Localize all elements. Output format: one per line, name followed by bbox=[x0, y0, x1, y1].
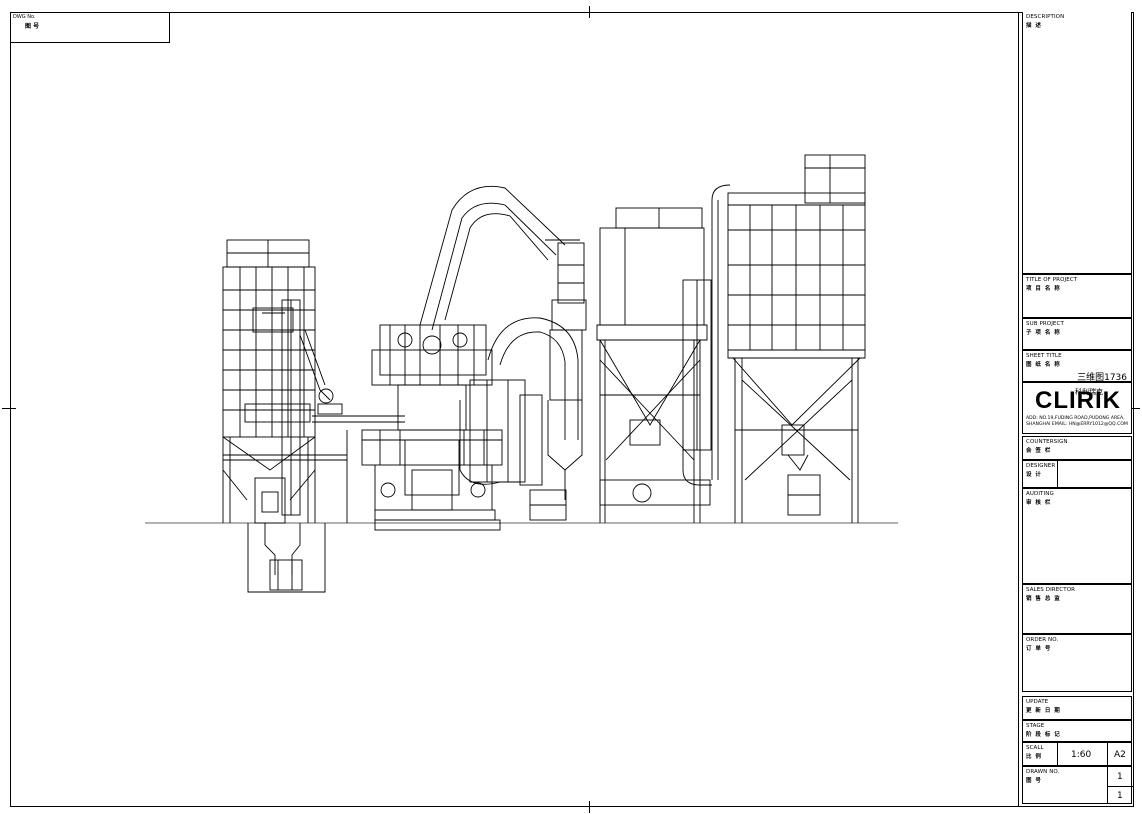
designer-cell: DESIGNER 设 计 bbox=[1022, 460, 1132, 488]
drawing-number-value: 图 号 bbox=[25, 23, 40, 30]
order-no-cn: 订 单 号 bbox=[1026, 646, 1052, 652]
sub-project-cell: SUB PROJECT 子 项 名 称 bbox=[1022, 318, 1132, 350]
sheet-title-cell: SHEET TITLE 图 纸 名 称 三维图1736 bbox=[1022, 350, 1132, 383]
designer-divider bbox=[1057, 461, 1058, 487]
sheet-title-caption: SHEET TITLE bbox=[1026, 353, 1062, 359]
stage-cn: 阶 段 标 记 bbox=[1026, 732, 1061, 738]
project-cn: 项 目 名 称 bbox=[1026, 286, 1061, 292]
order-no-caption: ORDER NO. bbox=[1026, 637, 1059, 643]
countersign-cell: COUNTERSIGN 会 签 栏 bbox=[1022, 436, 1132, 460]
description-caption: DESCRIPTION bbox=[1026, 14, 1065, 20]
sales-director-cell: SALES DIRECTOR 销 售 总 监 bbox=[1022, 584, 1132, 634]
address-line-1: ADD: NO.19,FUDING ROAD,PUDONG AREA, bbox=[1026, 416, 1125, 421]
drawing-frame bbox=[10, 12, 1134, 807]
description-cell: DESCRIPTION 描 述 bbox=[1022, 12, 1132, 274]
drawing-number-box: DWG No. 图 号 bbox=[10, 12, 170, 43]
designer-cn: 设 计 bbox=[1026, 472, 1042, 478]
sales-director-cn: 销 售 总 监 bbox=[1026, 596, 1061, 602]
update-caption: UPDATE bbox=[1026, 699, 1049, 705]
scale-value: 1:60 bbox=[1071, 750, 1092, 760]
center-mark-top bbox=[589, 6, 590, 18]
sub-project-cn: 子 项 名 称 bbox=[1026, 330, 1061, 336]
pit bbox=[247, 523, 326, 593]
countersign-caption: COUNTERSIGN bbox=[1026, 439, 1068, 445]
stage-cell: STAGE 阶 段 标 记 bbox=[1022, 720, 1132, 742]
scale-cell: SCALL 比 例 1:60 A2 bbox=[1022, 742, 1132, 766]
company-logo-cn: 科利瑞克 bbox=[1075, 388, 1103, 396]
scale-divider-2 bbox=[1107, 743, 1108, 765]
scale-divider-1 bbox=[1057, 743, 1058, 765]
designer-caption: DESIGNER bbox=[1026, 463, 1056, 469]
drawn-no-cn: 图 号 bbox=[1026, 778, 1042, 784]
order-no-cell: ORDER NO. 订 单 号 bbox=[1022, 634, 1132, 692]
sheet-index: 1 bbox=[1117, 772, 1123, 782]
cyclone-and-duct bbox=[459, 299, 587, 521]
drawn-no-row-line bbox=[1107, 786, 1133, 787]
sub-project-caption: SUB PROJECT bbox=[1026, 321, 1064, 327]
title-block: DESCRIPTION 描 述 TITLE OF PROJECT 项 目 名 称… bbox=[1018, 12, 1134, 807]
project-caption: TITLE OF PROJECT bbox=[1026, 277, 1078, 283]
grinding-plant-elevation bbox=[145, 154, 898, 593]
address-line-2: SHANGHAI EMAIL: HN@ERRY1012@QQ.COM bbox=[1026, 422, 1128, 427]
update-cn: 更 新 日 期 bbox=[1026, 708, 1061, 714]
center-mark-bottom bbox=[589, 801, 590, 813]
stage-caption: STAGE bbox=[1026, 723, 1045, 729]
sheet-number: 三维图1736 bbox=[1077, 373, 1127, 383]
scale-cn: 比 例 bbox=[1026, 754, 1042, 760]
auditing-cell: AUDITING 审 核 栏 bbox=[1022, 488, 1132, 584]
sheet-title-cn: 图 纸 名 称 bbox=[1026, 362, 1061, 368]
project-cell: TITLE OF PROJECT 项 目 名 称 bbox=[1022, 274, 1132, 318]
paper-size: A2 bbox=[1114, 750, 1126, 760]
scale-caption: SCALL bbox=[1026, 745, 1044, 751]
right-silo bbox=[727, 154, 866, 523]
countersign-cn: 会 签 栏 bbox=[1026, 448, 1052, 454]
drawn-no-divider bbox=[1107, 767, 1108, 803]
vertical-mill bbox=[361, 185, 585, 531]
auditing-cn: 审 核 栏 bbox=[1026, 500, 1052, 506]
company-cell: CLIRIK 科利瑞克 ADD: NO.19,FUDING ROAD,PUDON… bbox=[1022, 382, 1132, 434]
company-logo: CLIRIK bbox=[1035, 387, 1121, 414]
center-mark-left bbox=[2, 408, 16, 409]
description-cn: 描 述 bbox=[1026, 23, 1042, 29]
auditing-caption: AUDITING bbox=[1026, 491, 1054, 497]
company-address: ADD: NO.19,FUDING ROAD,PUDONG AREA, SHAN… bbox=[1026, 416, 1132, 428]
drawing-number-caption: DWG No. bbox=[13, 14, 36, 20]
left-dust-collector bbox=[222, 239, 405, 591]
bag-filter bbox=[596, 184, 731, 523]
center-mark-right bbox=[1128, 408, 1140, 409]
drawn-no-cell: DRAWN NO. 图 号 1 1 bbox=[1022, 766, 1133, 804]
sheet-total: 1 bbox=[1117, 791, 1123, 801]
sales-director-caption: SALES DIRECTOR bbox=[1026, 587, 1076, 593]
update-cell: UPDATE 更 新 日 期 bbox=[1022, 696, 1132, 720]
drawn-no-caption: DRAWN NO. bbox=[1026, 769, 1060, 775]
